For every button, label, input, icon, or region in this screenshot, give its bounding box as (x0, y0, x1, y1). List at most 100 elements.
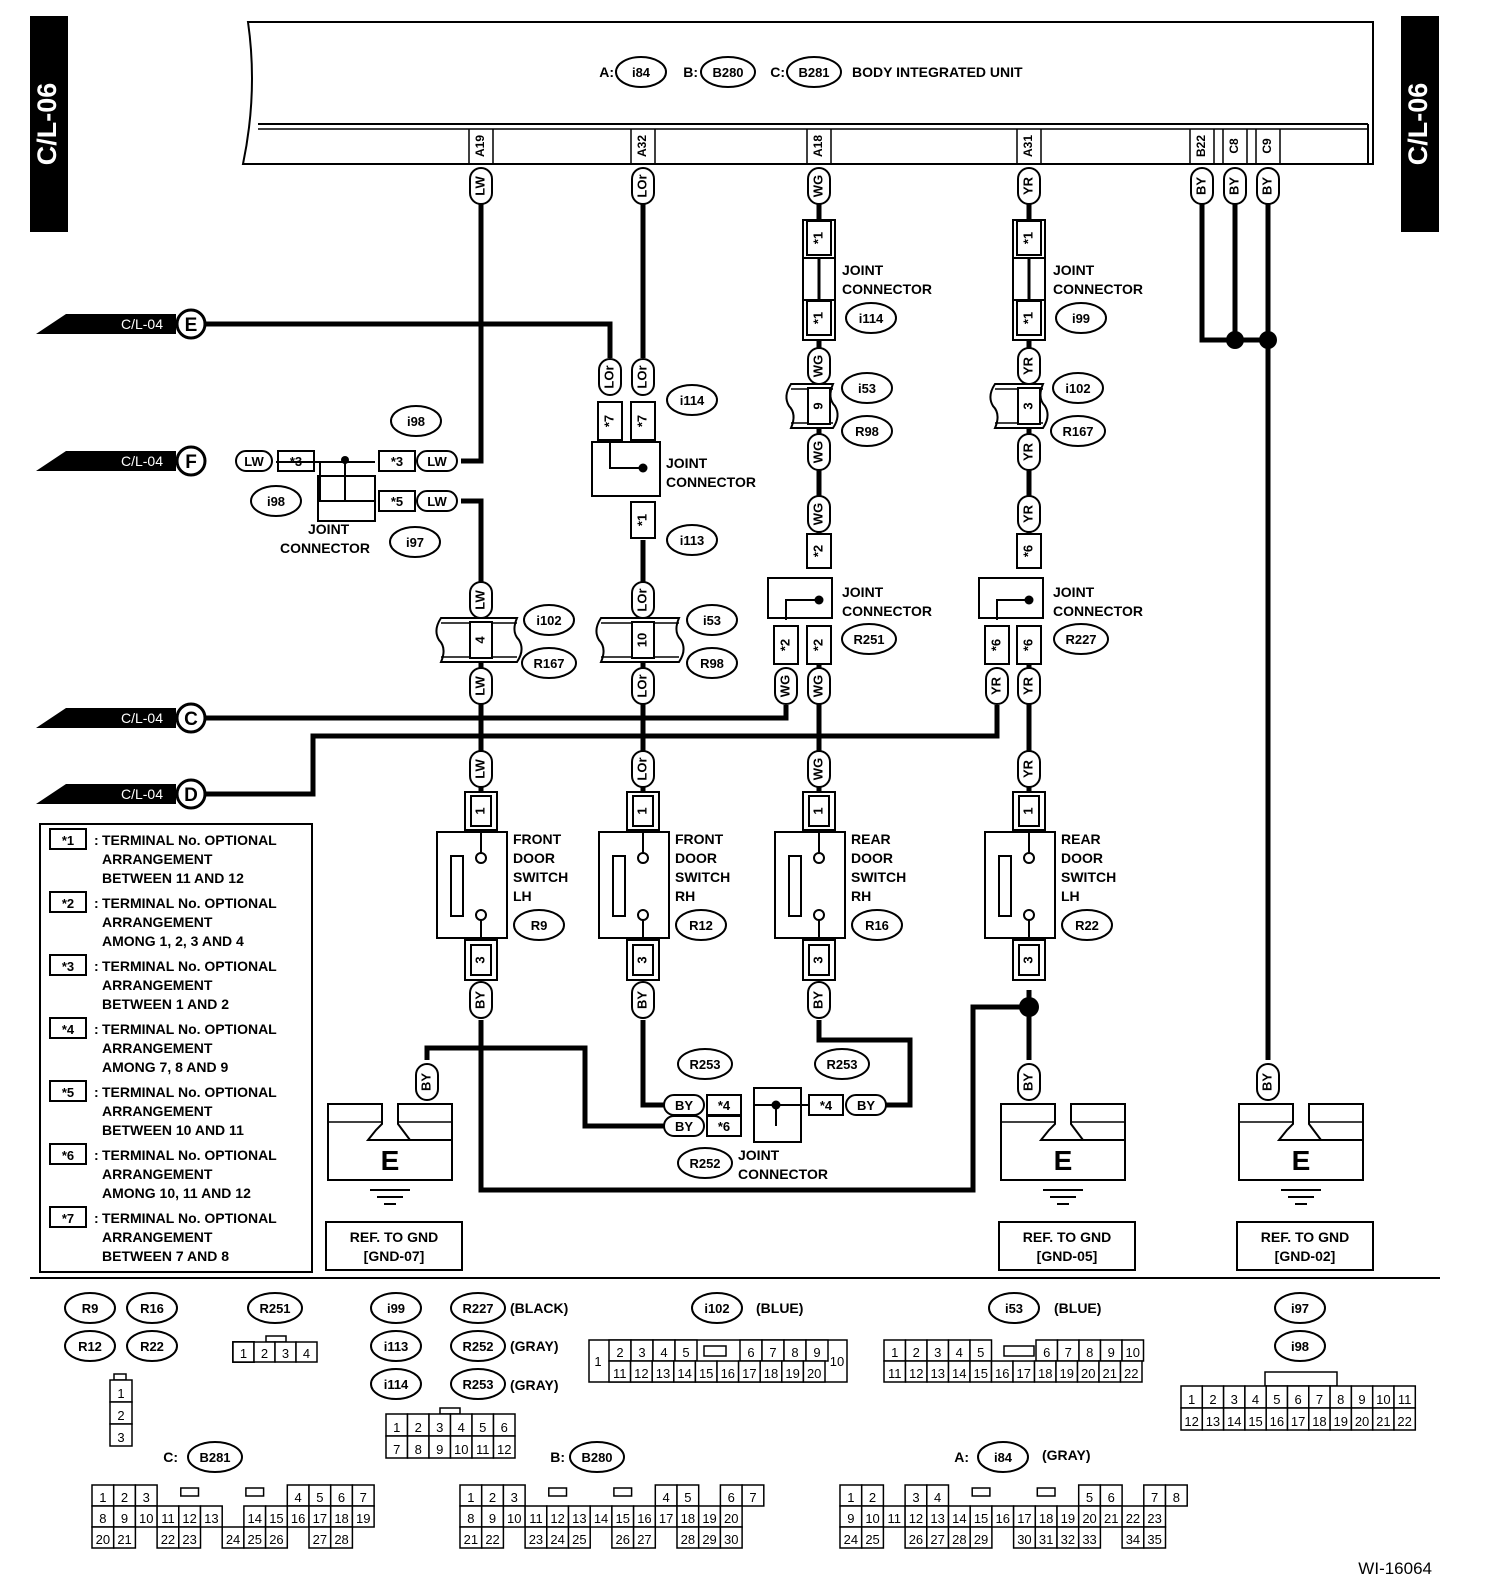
terminal-cell (112, 1526, 137, 1549)
connector-id-badge: R16 (126, 1292, 178, 1324)
inline-connector: 3 (989, 383, 1049, 429)
badge-text: R227 (1065, 632, 1096, 647)
legend-item: *2:TERMINAL No. OPTIONALARRANGEMENTAMONG… (49, 891, 277, 949)
badge-outline (389, 526, 441, 558)
wire-color-pill: LW (469, 581, 493, 619)
terminal-number: 14 (952, 1366, 966, 1381)
terminal-number: 15 (269, 1511, 283, 1526)
offpage-arrow (36, 314, 176, 334)
terminal-number: 4 (295, 1490, 302, 1505)
ground-letter: E (1054, 1145, 1073, 1176)
pill-text: YR (1020, 676, 1035, 695)
cavity-number-box: 3 (808, 944, 830, 976)
badge-outline (247, 1292, 303, 1324)
pill-text: YR (1020, 504, 1035, 523)
terminal-cell (632, 1526, 657, 1549)
joint-pin-box: *6 (1016, 533, 1042, 569)
terminal-number: 33 (1082, 1532, 1096, 1547)
pill-text: LW (472, 676, 487, 696)
terminal-number: 4 (1252, 1392, 1259, 1407)
badge-text: i84 (994, 1450, 1013, 1465)
box-outline (1016, 533, 1042, 569)
wire-color-pill: WG (807, 433, 831, 471)
terminal-number: 8 (99, 1511, 106, 1526)
terminal-number: 19 (785, 1366, 799, 1381)
legend-line: TERMINAL No. OPTIONAL (102, 1147, 277, 1163)
terminal-number: 23 (182, 1532, 196, 1547)
terminal-number: 2 (1209, 1392, 1216, 1407)
legend-mark: *1 (62, 833, 74, 848)
box-text: 3 (1020, 956, 1035, 963)
terminal-cell (1393, 1407, 1417, 1431)
pill-outline (1256, 1063, 1280, 1101)
switch-label: REAR (851, 831, 891, 847)
wire-color-pill: BY (663, 1094, 705, 1116)
offpage-letter-circle (175, 702, 207, 734)
side-tab-right: C/L-06 (1401, 16, 1439, 232)
connector-id-badge: i97 (389, 526, 441, 558)
connector-id-badge: B281 (187, 1441, 243, 1473)
pill-outline (469, 981, 493, 1019)
wire-color-pill: WG (807, 750, 831, 788)
box-outline (773, 625, 799, 665)
terminal-cell (1119, 1360, 1143, 1383)
legend-item: *1:TERMINAL No. OPTIONALARRANGEMENTBETWE… (49, 828, 277, 886)
terminal-number: 6 (501, 1420, 508, 1435)
box-outline (806, 625, 832, 665)
switch-contact (1023, 909, 1035, 921)
badge-outline (675, 909, 727, 941)
pill-outline (807, 750, 831, 788)
legend-item: *6:TERMINAL No. OPTIONALARRANGEMENTAMONG… (49, 1143, 277, 1201)
side-tab-label: C/L-06 (32, 83, 62, 166)
terminal-number: 18 (1038, 1366, 1052, 1381)
switch-contact (1023, 852, 1035, 864)
terminal-number: 27 (930, 1532, 944, 1547)
terminal-number: 15 (1248, 1414, 1262, 1429)
side-tab-label: C/L-06 (1403, 83, 1433, 166)
terminal-number: 7 (749, 1490, 756, 1505)
box-outline (630, 401, 656, 441)
terminal-number: 1 (117, 1386, 124, 1401)
side-tab-left: C/L-06 (30, 16, 68, 232)
terminal-number: 16 (996, 1511, 1010, 1526)
terminal-number: 4 (663, 1490, 670, 1505)
ground-block (327, 1103, 453, 1181)
terminal-number: 9 (121, 1511, 128, 1526)
joint-pin-box: *6 (1016, 625, 1042, 665)
terminal-number: 29 (974, 1532, 988, 1547)
connector-id-badge: i53 (988, 1292, 1040, 1324)
terminal-number: 1 (240, 1346, 247, 1361)
badge-text: i99 (1072, 311, 1090, 326)
terminal-number: 7 (360, 1490, 367, 1505)
cavity-number-box: 1 (470, 795, 492, 827)
wire-color-pill: BY (663, 1115, 705, 1137)
terminal-number: 9 (489, 1511, 496, 1526)
wire-color-pill: LW (469, 167, 493, 205)
terminal-number: 2 (117, 1408, 124, 1423)
joint-pin-box: *4 (808, 1094, 844, 1116)
badge-text: i99 (387, 1301, 405, 1316)
pill-outline (631, 167, 655, 205)
terminal-number: 4 (458, 1420, 465, 1435)
box-text: *1 (810, 312, 825, 324)
legend-line: BETWEEN 11 AND 12 (102, 870, 244, 886)
pill-text: BY (418, 1073, 433, 1091)
badge-outline (1274, 1330, 1326, 1362)
pill-text: BY (857, 1098, 875, 1113)
badge-text: B280 (581, 1450, 612, 1465)
pill-text: WG (810, 675, 825, 697)
connector-id-badge: R9 (513, 909, 565, 941)
terminal-number: 5 (1273, 1392, 1280, 1407)
terminal-number: 21 (464, 1532, 478, 1547)
joint-pin-box: *5 (378, 490, 416, 512)
terminal-cell (109, 1423, 133, 1447)
badge-outline (64, 1292, 116, 1324)
legend-mark: *3 (62, 959, 74, 974)
